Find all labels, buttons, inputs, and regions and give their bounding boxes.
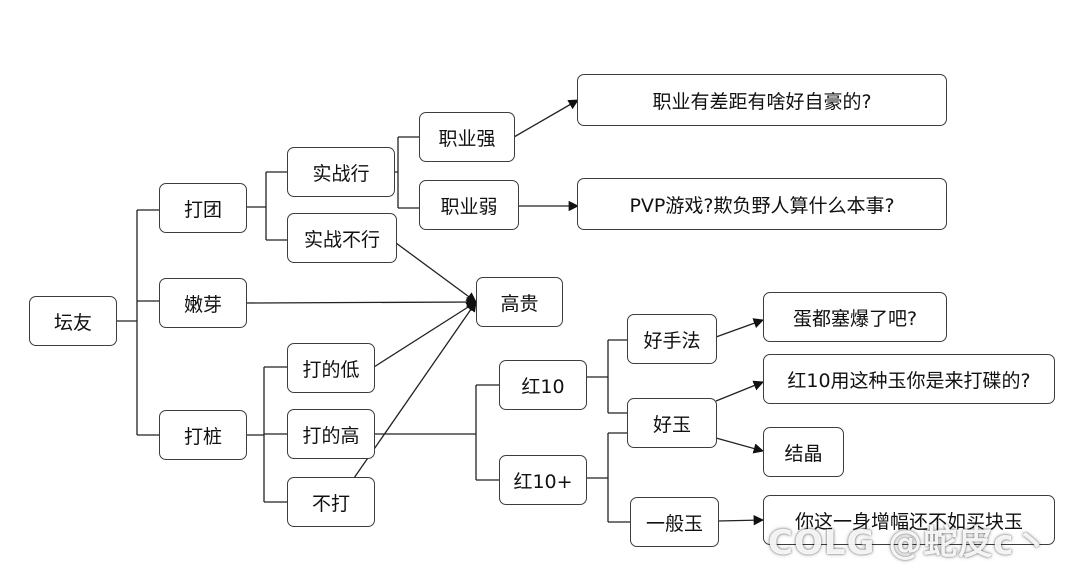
node-question-pvp: PVP游戏?欺负野人算什么本事? [577,178,947,230]
node-dazhuang: 打桩 [159,410,247,460]
node-dagao: 打的高 [287,409,375,459]
node-haoyu: 好玉 [627,398,717,448]
node-question-hong10: 红10用这种玉你是来打碟的? [763,354,1055,404]
node-haoshoufa: 好手法 [627,314,717,364]
node-zhiyeqiang-label: 职业强 [438,127,496,150]
node-root-label: 坛友 [53,311,92,334]
edge-hong10plus-branches [587,432,630,523]
node-dagao-label: 打的高 [302,424,360,447]
node-question-zhiye-label: 职业有差距有啥好自豪的? [652,90,872,113]
edge-nenya-gaogui [245,296,478,308]
edge-dagao-branches [374,384,500,481]
node-nenya: 嫩芽 [159,278,247,328]
edge-shizhanbuxing-gaogui [395,242,477,303]
node-shizhanbuxing: 实战不行 [287,213,397,263]
node-yibanyu: 一般玉 [630,497,719,547]
node-question-dan: 蛋都塞爆了吧? [763,292,947,342]
node-zhiyeruo: 职业弱 [419,180,519,230]
edge-root-branches [116,209,160,436]
watermark: COLG @蛇皮c丶 [768,523,1050,563]
edge-shizhanxing-branches [394,136,420,209]
node-hong10: 红10 [499,360,587,410]
node-jiejing: 结晶 [763,427,844,477]
node-hong10-label: 红10 [521,375,565,398]
node-nenya-label: 嫩芽 [183,293,222,316]
node-root: 坛友 [29,296,117,346]
node-hong10plus-label: 红10+ [513,470,573,493]
edge-dazhuang-branches [246,366,288,503]
node-question-hong10-label: 红10用这种玉你是来打碟的? [787,369,1031,392]
node-question-zengfu-label: 你这一身增幅还不如买块玉 [794,510,1023,533]
node-question-zhiye: 职业有差距有啥好自豪的? [577,74,947,126]
node-dadi: 打的低 [287,343,375,393]
node-question-zengfu: 你这一身增幅还不如买块玉 [763,495,1055,545]
edge-datuan-branches [246,171,288,241]
node-buda-label: 不打 [311,492,350,515]
node-zhiyeruo-label: 职业弱 [440,195,498,218]
node-gaogui: 高贵 [476,277,563,327]
edge-yibanyu-question [717,515,765,526]
node-question-pvp-label: PVP游戏?欺负野人算什么本事? [629,194,895,217]
edge-haoshoufa-question [715,318,764,338]
node-buda: 不打 [287,477,375,527]
node-haoshoufa-label: 好手法 [643,329,701,352]
node-question-dan-label: 蛋都塞爆了吧? [792,307,918,330]
node-zhiyeqiang: 职业强 [419,112,515,162]
node-gaogui-label: 高贵 [500,292,539,315]
node-yibanyu-label: 一般玉 [645,512,703,535]
node-datuan-label: 打团 [183,198,222,221]
node-shizhanxing: 实战行 [287,147,395,197]
node-haoyu-label: 好玉 [652,413,691,436]
node-dazhuang-label: 打桩 [183,425,222,448]
node-datuan: 打团 [159,183,247,233]
node-shizhanbuxing-label: 实战不行 [303,228,380,251]
node-hong10plus: 红10+ [499,455,587,505]
node-dadi-label: 打的低 [302,358,360,381]
edge-haoyu-question [715,380,764,402]
node-jiejing-label: 结晶 [784,442,823,465]
node-shizhanxing-label: 实战行 [312,162,370,185]
edge-dadi-gaogui [373,301,477,368]
edge-hong10-branches [587,339,628,414]
edge-haoyu-jiejing [715,437,765,454]
edge-zhiyeqiang-question [513,99,579,138]
